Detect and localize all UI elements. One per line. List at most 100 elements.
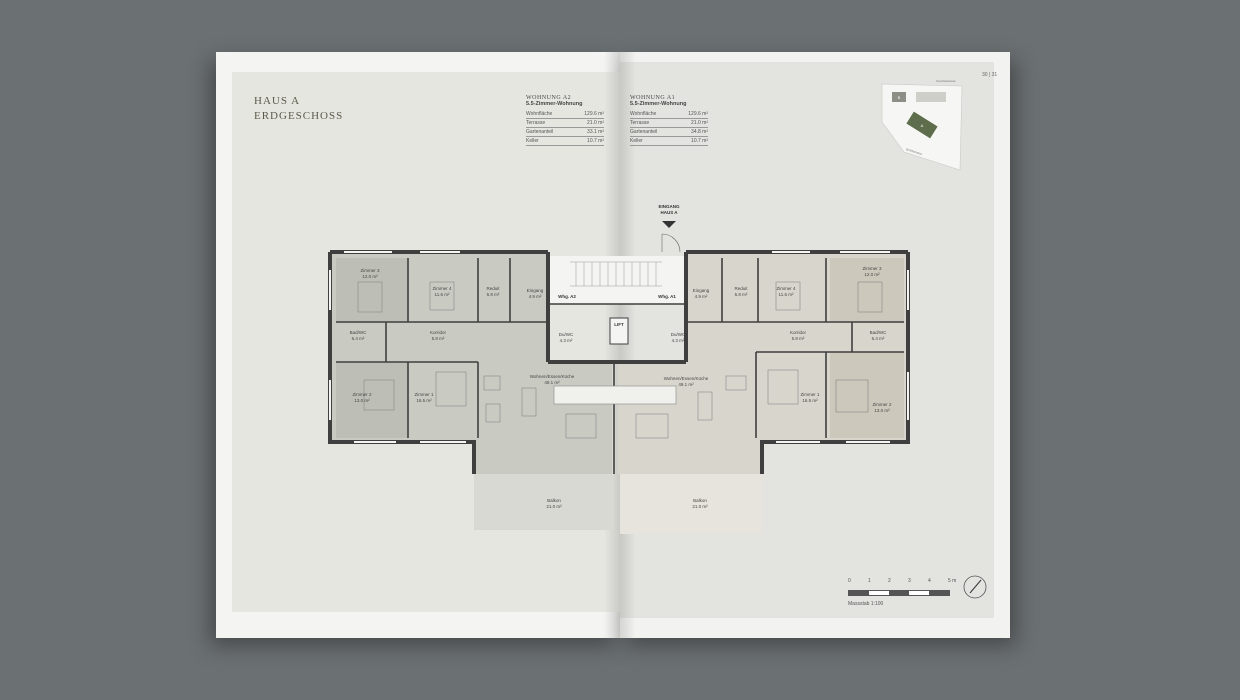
room-name: Wohnen/Essen/Küche bbox=[529, 374, 575, 379]
row-value: 129.6 m² bbox=[584, 111, 604, 117]
row-value: 21.0 m² bbox=[587, 120, 604, 126]
entrance-door-icon bbox=[661, 233, 681, 253]
room-name: Bad/WC bbox=[349, 330, 367, 335]
unit-a1-row: Wohnfläche 129.6 m² bbox=[630, 110, 708, 119]
building-b bbox=[892, 92, 906, 102]
lift-shaft bbox=[609, 317, 629, 345]
room-area: 5.8 m² bbox=[791, 336, 805, 341]
unit-a1-type: 5.5-Zimmer-Wohnung bbox=[630, 101, 687, 107]
street-side-label: Brühlstrasse bbox=[906, 147, 923, 156]
building-b-label: B bbox=[898, 95, 901, 100]
page-number: 30 | 31 bbox=[982, 72, 998, 78]
scale-ticks: 0 1 2 3 4 5 m bbox=[848, 578, 958, 588]
room-area: 6.4 m² bbox=[871, 336, 885, 341]
room-area: 13.0 m² bbox=[354, 398, 370, 403]
title-line-2: ERDGESCHOSS bbox=[254, 110, 344, 122]
room-name: Reduit bbox=[486, 286, 500, 291]
room-area: 49.1 m² bbox=[678, 382, 694, 387]
site-plan: B A Kanzleistrasse Brühlstrasse bbox=[881, 79, 963, 171]
room-area: 5.8 m² bbox=[734, 292, 748, 297]
room-name: Bad/WC bbox=[869, 330, 887, 335]
unit-a1-table: WOHNUNG A1 5.5-Zimmer-Wohnung Wohnfläche… bbox=[630, 95, 708, 146]
row-value: 34.8 m² bbox=[691, 129, 708, 135]
room-area: 11.6 m² bbox=[778, 292, 794, 297]
street-top-label: Kanzleistrasse bbox=[936, 79, 956, 83]
entrance-label-line1: EINGANG bbox=[658, 204, 680, 209]
inner-walls bbox=[336, 258, 904, 474]
page-title: HAUS A ERDGESCHOSS bbox=[254, 94, 343, 124]
room-name: Du/WC bbox=[558, 332, 574, 337]
lift-label: LIFT bbox=[610, 322, 628, 328]
entrance-arrow-icon bbox=[662, 221, 676, 228]
room-zimmer3-right bbox=[830, 258, 904, 322]
stairs bbox=[570, 261, 662, 287]
room-area: 6.4 m² bbox=[351, 336, 365, 341]
scale-bar: 0 1 2 3 4 5 m Massstab 1:100 bbox=[848, 578, 958, 607]
room-name: Korridor bbox=[429, 330, 446, 335]
room-name: Reduit bbox=[734, 286, 748, 291]
row-label: Keller bbox=[526, 138, 539, 144]
row-label: Wohnfläche bbox=[630, 111, 657, 117]
scale-tick: 3 bbox=[908, 578, 911, 584]
room-name: Zimmer 1 bbox=[414, 392, 434, 397]
room-zimmer3-left bbox=[336, 258, 408, 322]
scale-tick: 5 m bbox=[948, 578, 957, 584]
balcony-left bbox=[474, 474, 614, 530]
unit-a2-row: Wohnfläche 129.6 m² bbox=[526, 110, 604, 119]
stair-core bbox=[550, 256, 686, 304]
room-area: 5.8 m² bbox=[431, 336, 445, 341]
room-name: Korridor bbox=[789, 330, 806, 335]
row-value: 129.6 m² bbox=[688, 111, 708, 117]
whg-a1-label: Whg. A1 bbox=[652, 294, 682, 300]
room-name: Balkon bbox=[547, 498, 561, 503]
room-area: 4.3 m² bbox=[671, 338, 685, 343]
room-name: Zimmer 3 bbox=[360, 268, 380, 273]
unit-a1-name: WOHNUNG A1 bbox=[630, 95, 676, 101]
room-name: Eingang bbox=[526, 288, 544, 293]
room-area: 21.0 m² bbox=[546, 504, 562, 509]
whg-a2-text: Whg. A2 bbox=[558, 294, 576, 299]
scale-label: Massstab 1:100 bbox=[848, 601, 884, 607]
row-value: 10.7 m² bbox=[691, 138, 708, 144]
row-label: Gartenanteil bbox=[630, 129, 658, 135]
room-name: Zimmer 3 bbox=[862, 266, 882, 271]
scale-tick: 1 bbox=[868, 578, 871, 584]
room-name: Du/WC bbox=[670, 332, 686, 337]
scale-tick: 4 bbox=[928, 578, 931, 584]
row-label: Wohnfläche bbox=[526, 111, 553, 117]
whg-a1-text: Whg. A1 bbox=[658, 294, 676, 299]
neighbour-building bbox=[916, 92, 946, 102]
room-area: 4.9 m² bbox=[694, 294, 708, 299]
room-area: 21.0 m² bbox=[692, 504, 708, 509]
room-area: 12.0 m² bbox=[362, 274, 378, 279]
room-area: 13.0 m² bbox=[874, 408, 890, 413]
room-zimmer2-left bbox=[336, 362, 408, 438]
room-zimmer2-right bbox=[830, 352, 904, 438]
balcony-right bbox=[620, 474, 762, 534]
room-area: 16.5 m² bbox=[802, 398, 818, 403]
building-a bbox=[906, 111, 938, 139]
building-a-label: A bbox=[921, 123, 924, 128]
room-name: Zimmer 1 bbox=[800, 392, 820, 397]
row-value: 33.1 m² bbox=[587, 129, 604, 135]
